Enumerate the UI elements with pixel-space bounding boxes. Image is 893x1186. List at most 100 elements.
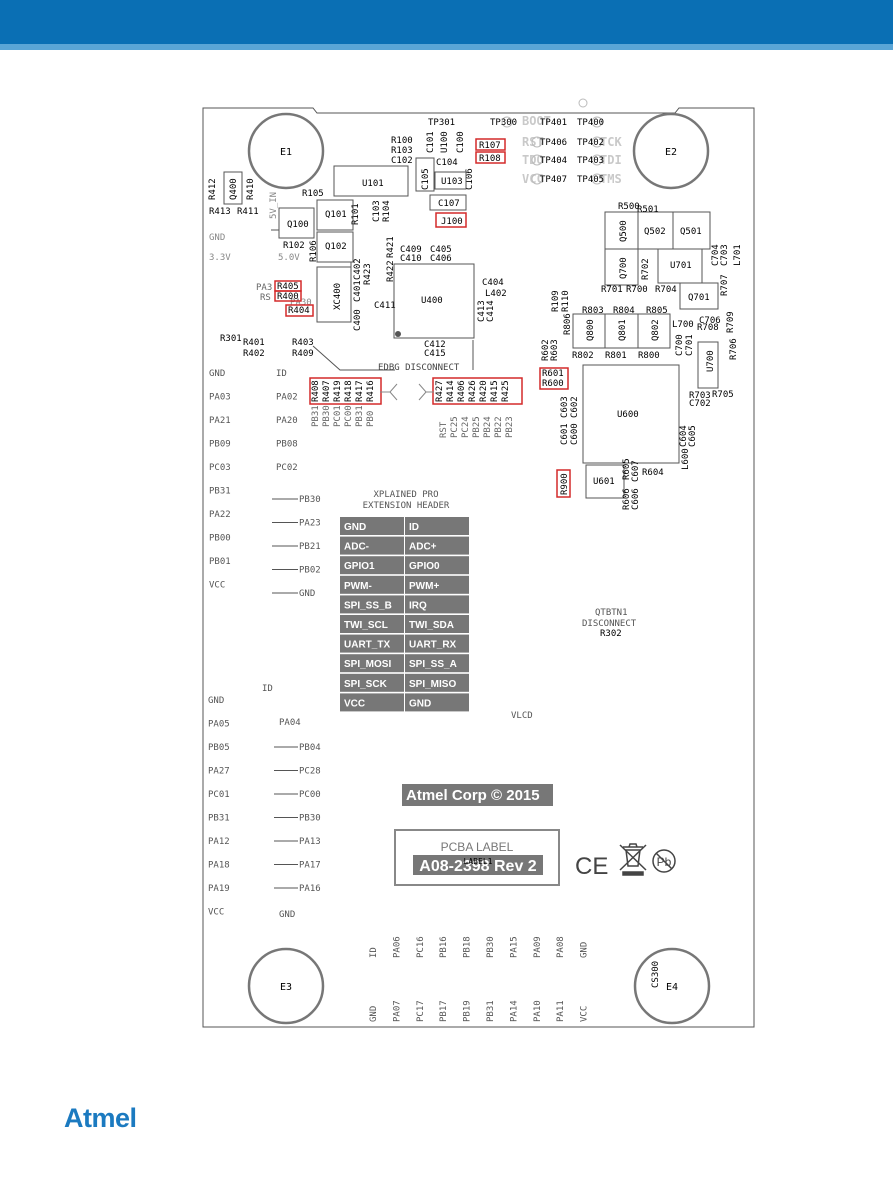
label-r708: R708 [697, 323, 719, 333]
ghost-label: TMS [600, 172, 622, 186]
xpro-cell-bg [340, 673, 404, 692]
mount-hole-label: E2 [665, 147, 677, 158]
xpro-cell-right: SPI_SS_A [409, 659, 457, 670]
label-r100: R100 [391, 136, 413, 146]
xpro-cell-left: SPI_MOSI [344, 659, 391, 670]
label-c400: C400 [353, 309, 363, 331]
lower-arrow-pin-label: PA13 [299, 837, 321, 847]
lower-left-pin-label: PA12 [208, 837, 230, 847]
xpro-cell-bg [340, 654, 404, 673]
label-tp406: TP406 [540, 138, 567, 148]
label-tp300: TP300 [490, 118, 517, 128]
res-right-ref: R427 [435, 380, 445, 402]
label-tp301: TP301 [428, 118, 455, 128]
bottom-bot-pin-label: PB31 [486, 1000, 496, 1022]
xpro-cell-left: GPIO1 [344, 561, 375, 572]
label-r603: R603 [550, 339, 560, 361]
bottom-bot-pin-label: PC17 [416, 1000, 426, 1022]
label-c402: C402 [353, 258, 363, 280]
xpro-title-line1: XPLAINED PRO [373, 490, 438, 500]
xpro-cell-bg [405, 693, 469, 712]
xpro-cell-bg [405, 536, 469, 555]
label-r109: R109 [551, 290, 561, 312]
bottom-bot-pin-label: PA14 [509, 1000, 519, 1022]
mount-hole-label: E1 [280, 147, 292, 158]
label-c704: C704 [711, 244, 721, 266]
label-qtbtn1: QTBTN1 [595, 608, 628, 618]
label-u103: U103 [441, 177, 463, 187]
ce-mark-icon: CE [575, 853, 608, 880]
label-c401: C401 [353, 280, 363, 302]
res-left-signal: PB31 [355, 405, 365, 427]
label-c701: C701 [685, 334, 695, 356]
label-c413: C413 [477, 300, 487, 322]
res-right-ref: R406 [457, 380, 467, 402]
left-pin-label: PA22 [209, 510, 231, 520]
copyright-text: Atmel Corp © 2015 [406, 787, 540, 804]
lower-left-pin-label: GND [208, 696, 224, 706]
label-r802: R802 [572, 351, 594, 361]
label-c607: C607 [631, 460, 641, 482]
res-right-ref: R415 [490, 380, 500, 402]
bottom-bot-pin-label: PA11 [556, 1000, 566, 1022]
left-pin-label: PC03 [209, 463, 231, 473]
xpro-cell-left: UART_TX [344, 640, 390, 651]
res-right-signal: RST [439, 421, 449, 438]
label-l402: L402 [485, 289, 507, 299]
xpro-cell-right: ID [409, 522, 419, 533]
label-r803: R803 [582, 306, 604, 316]
id-pin-label: ID [276, 369, 287, 379]
label-c410: C410 [400, 254, 422, 264]
label-rs: RS [260, 293, 271, 303]
pcba-code-bg [413, 855, 543, 875]
label-c602: C602 [570, 396, 580, 418]
xpro-cell-right: PWM+ [409, 581, 439, 592]
bottom-bot-pin-label: GND [369, 1006, 379, 1022]
res-left-ref: R419 [333, 380, 343, 402]
label-r707: R707 [720, 274, 730, 296]
res-right-signal: PB25 [472, 416, 482, 438]
label-q802: Q802 [651, 319, 661, 341]
label-3v3: 3.3V [209, 253, 231, 263]
label-r800: R800 [638, 351, 660, 361]
arrow-pin-label: PA23 [299, 519, 321, 529]
left-pin-label: GND [209, 369, 225, 379]
bottom-top-pin-label: PA06 [392, 936, 402, 958]
label-gnd: GND [209, 233, 225, 243]
label-r805: R805 [646, 306, 668, 316]
label-u400: U400 [421, 296, 443, 306]
xpro-title-line2: EXTENSION HEADER [363, 501, 450, 511]
xpro-cell-bg [340, 595, 404, 614]
id-pin-label: PB08 [276, 440, 298, 450]
label-q501: Q501 [680, 227, 702, 237]
label-xc400: XC400 [333, 283, 343, 310]
label-r102: R102 [283, 241, 305, 251]
res-right-signal: PB23 [505, 416, 515, 438]
label-tp403: TP403 [577, 156, 604, 166]
weee-bin-icon [619, 843, 647, 876]
xpro-cell-bg [405, 634, 469, 653]
label-tp405: TP405 [577, 175, 604, 185]
label-5v-in: 5V_IN [269, 192, 279, 219]
lower-left-pin-label: PA19 [208, 884, 230, 894]
xpro-cell-bg [340, 575, 404, 594]
label-u100: U100 [440, 131, 450, 153]
bottom-bot-pin-label: PA10 [533, 1000, 543, 1022]
label-r605: R605 [622, 458, 632, 480]
label-c601: C601 [560, 423, 570, 445]
label-c106: C106 [465, 168, 475, 190]
label-c706: C706 [699, 316, 721, 326]
lower-left-pin-label: PC01 [208, 790, 230, 800]
xpro-cell-bg [405, 575, 469, 594]
label-c604: C604 [679, 425, 689, 447]
xpro-cell-left: SPI_SS_B [344, 600, 392, 611]
label-tp401: TP401 [540, 118, 567, 128]
label-r704: R704 [655, 285, 677, 295]
label-r702: R702 [641, 258, 651, 280]
lower-arrow-pin-label: PA16 [299, 884, 321, 894]
